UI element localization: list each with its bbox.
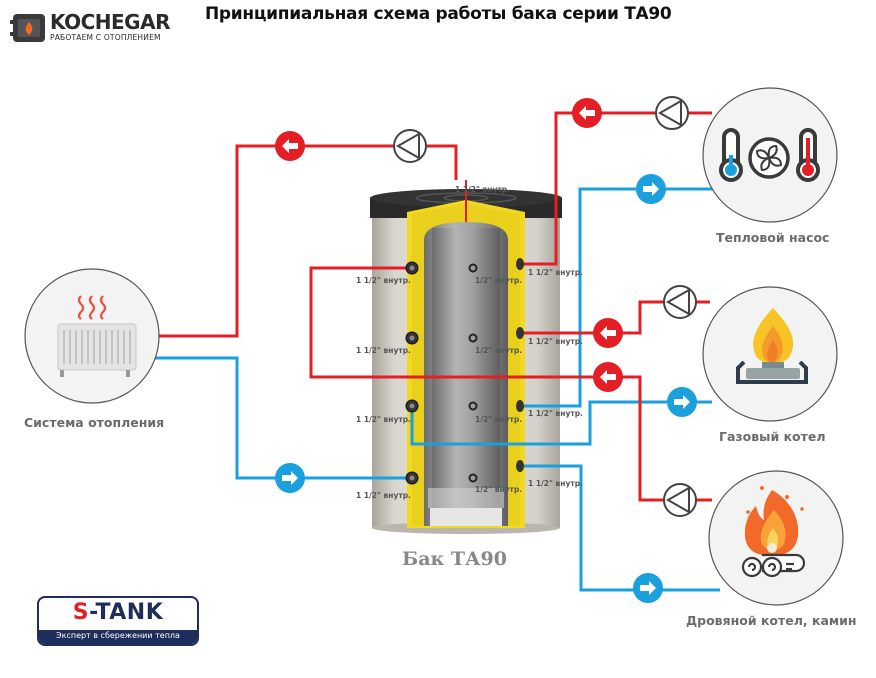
flow-arrow-blue xyxy=(275,463,305,493)
cold-thermometer-icon xyxy=(719,128,743,182)
port-label-right-2: 1 1/2" внутр. xyxy=(528,337,583,346)
right-port-fittings xyxy=(516,258,524,472)
inner-port-fittings xyxy=(468,263,478,483)
port-label-left-4: 1 1/2" внутр. xyxy=(356,491,411,500)
heat-pump-supply-pipe xyxy=(520,111,712,266)
port-label-left-3: 1 1/2" внутр. xyxy=(356,415,411,424)
heating-supply-pipe xyxy=(140,144,458,338)
fan-icon xyxy=(748,137,790,179)
label-wood-boiler: Дровяной котел, камин xyxy=(686,613,857,628)
gas-boiler-node xyxy=(702,286,838,422)
gas-burner-icon xyxy=(736,360,808,384)
label-heat-pump: Тепловой насос xyxy=(716,230,829,245)
heat-waves-icon xyxy=(77,295,107,320)
label-gas-boiler: Газовый котел xyxy=(719,429,826,444)
page-title: Принципиальная схема работы бака серии Т… xyxy=(205,4,672,24)
brand-name: KOCHEGAR xyxy=(50,10,170,34)
fire-icon xyxy=(744,486,804,556)
s-tank-logo: S-TANK Эксперт в сбережении тепла xyxy=(37,596,199,646)
s-tank-name: S-TANK xyxy=(39,600,197,625)
gas-boiler-return-pipe xyxy=(410,400,712,446)
port-label-inner-3: 1/2" внутр. xyxy=(475,415,522,424)
port-label-left-2: 1 1/2" внутр. xyxy=(356,346,411,355)
s-tank-tagline-bar: Эксперт в сбережении тепла xyxy=(39,630,197,644)
heating-return-pipe xyxy=(140,356,412,480)
port-label-right-1: 1 1/2" внутр. xyxy=(528,268,583,277)
flow-arrow-red xyxy=(572,98,602,128)
gas-flame-icon xyxy=(753,308,794,364)
port-label-inner-4: 1/2" внутр. xyxy=(475,485,522,494)
s-tank-name-prefix: S xyxy=(72,600,90,625)
tank-caption: Бак ТА90 xyxy=(402,548,507,570)
flow-arrow-blue xyxy=(636,174,666,204)
flow-arrow-red xyxy=(593,318,623,348)
flow-arrow-red xyxy=(593,362,623,392)
radiator-icon xyxy=(57,323,137,377)
port-label-inner-2: 1/2" внутр. xyxy=(475,346,522,355)
port-label-left-1: 1 1/2" внутр. xyxy=(356,276,411,285)
pump-icon xyxy=(655,96,689,130)
heat-pump-node xyxy=(702,87,838,223)
pump-icon xyxy=(663,285,697,319)
stove-icon xyxy=(10,14,45,42)
wood-boiler-supply-pipe xyxy=(309,266,712,502)
flow-arrow-blue xyxy=(667,387,697,417)
kochegar-logo xyxy=(10,10,180,46)
wood-boiler-node xyxy=(708,470,844,606)
port-label-top: 1 1/2" внутр. xyxy=(455,185,510,194)
s-tank-name-rest: -TANK xyxy=(89,600,164,625)
heating-system-node xyxy=(24,268,160,404)
pump-icon xyxy=(393,129,427,163)
flow-arrow-blue xyxy=(633,573,663,603)
port-label-inner-1: 1/2" внутр. xyxy=(475,276,522,285)
brand-tagline: РАБОТАЕМ С ОТОПЛЕНИЕМ xyxy=(50,33,161,42)
port-label-right-3: 1 1/2" внутр. xyxy=(528,409,583,418)
s-tank-tagline: Эксперт в сбережении тепла xyxy=(56,631,180,640)
label-heating-system: Система отопления xyxy=(24,415,164,430)
logs-icon xyxy=(741,553,806,578)
port-fittings xyxy=(405,258,524,485)
pump-icon xyxy=(663,483,697,517)
left-port-fittings xyxy=(405,261,419,485)
port-label-right-4: 1 1/2" внутр. xyxy=(528,479,583,488)
hot-thermometer-icon xyxy=(796,128,820,182)
flow-arrow-red xyxy=(275,131,305,161)
